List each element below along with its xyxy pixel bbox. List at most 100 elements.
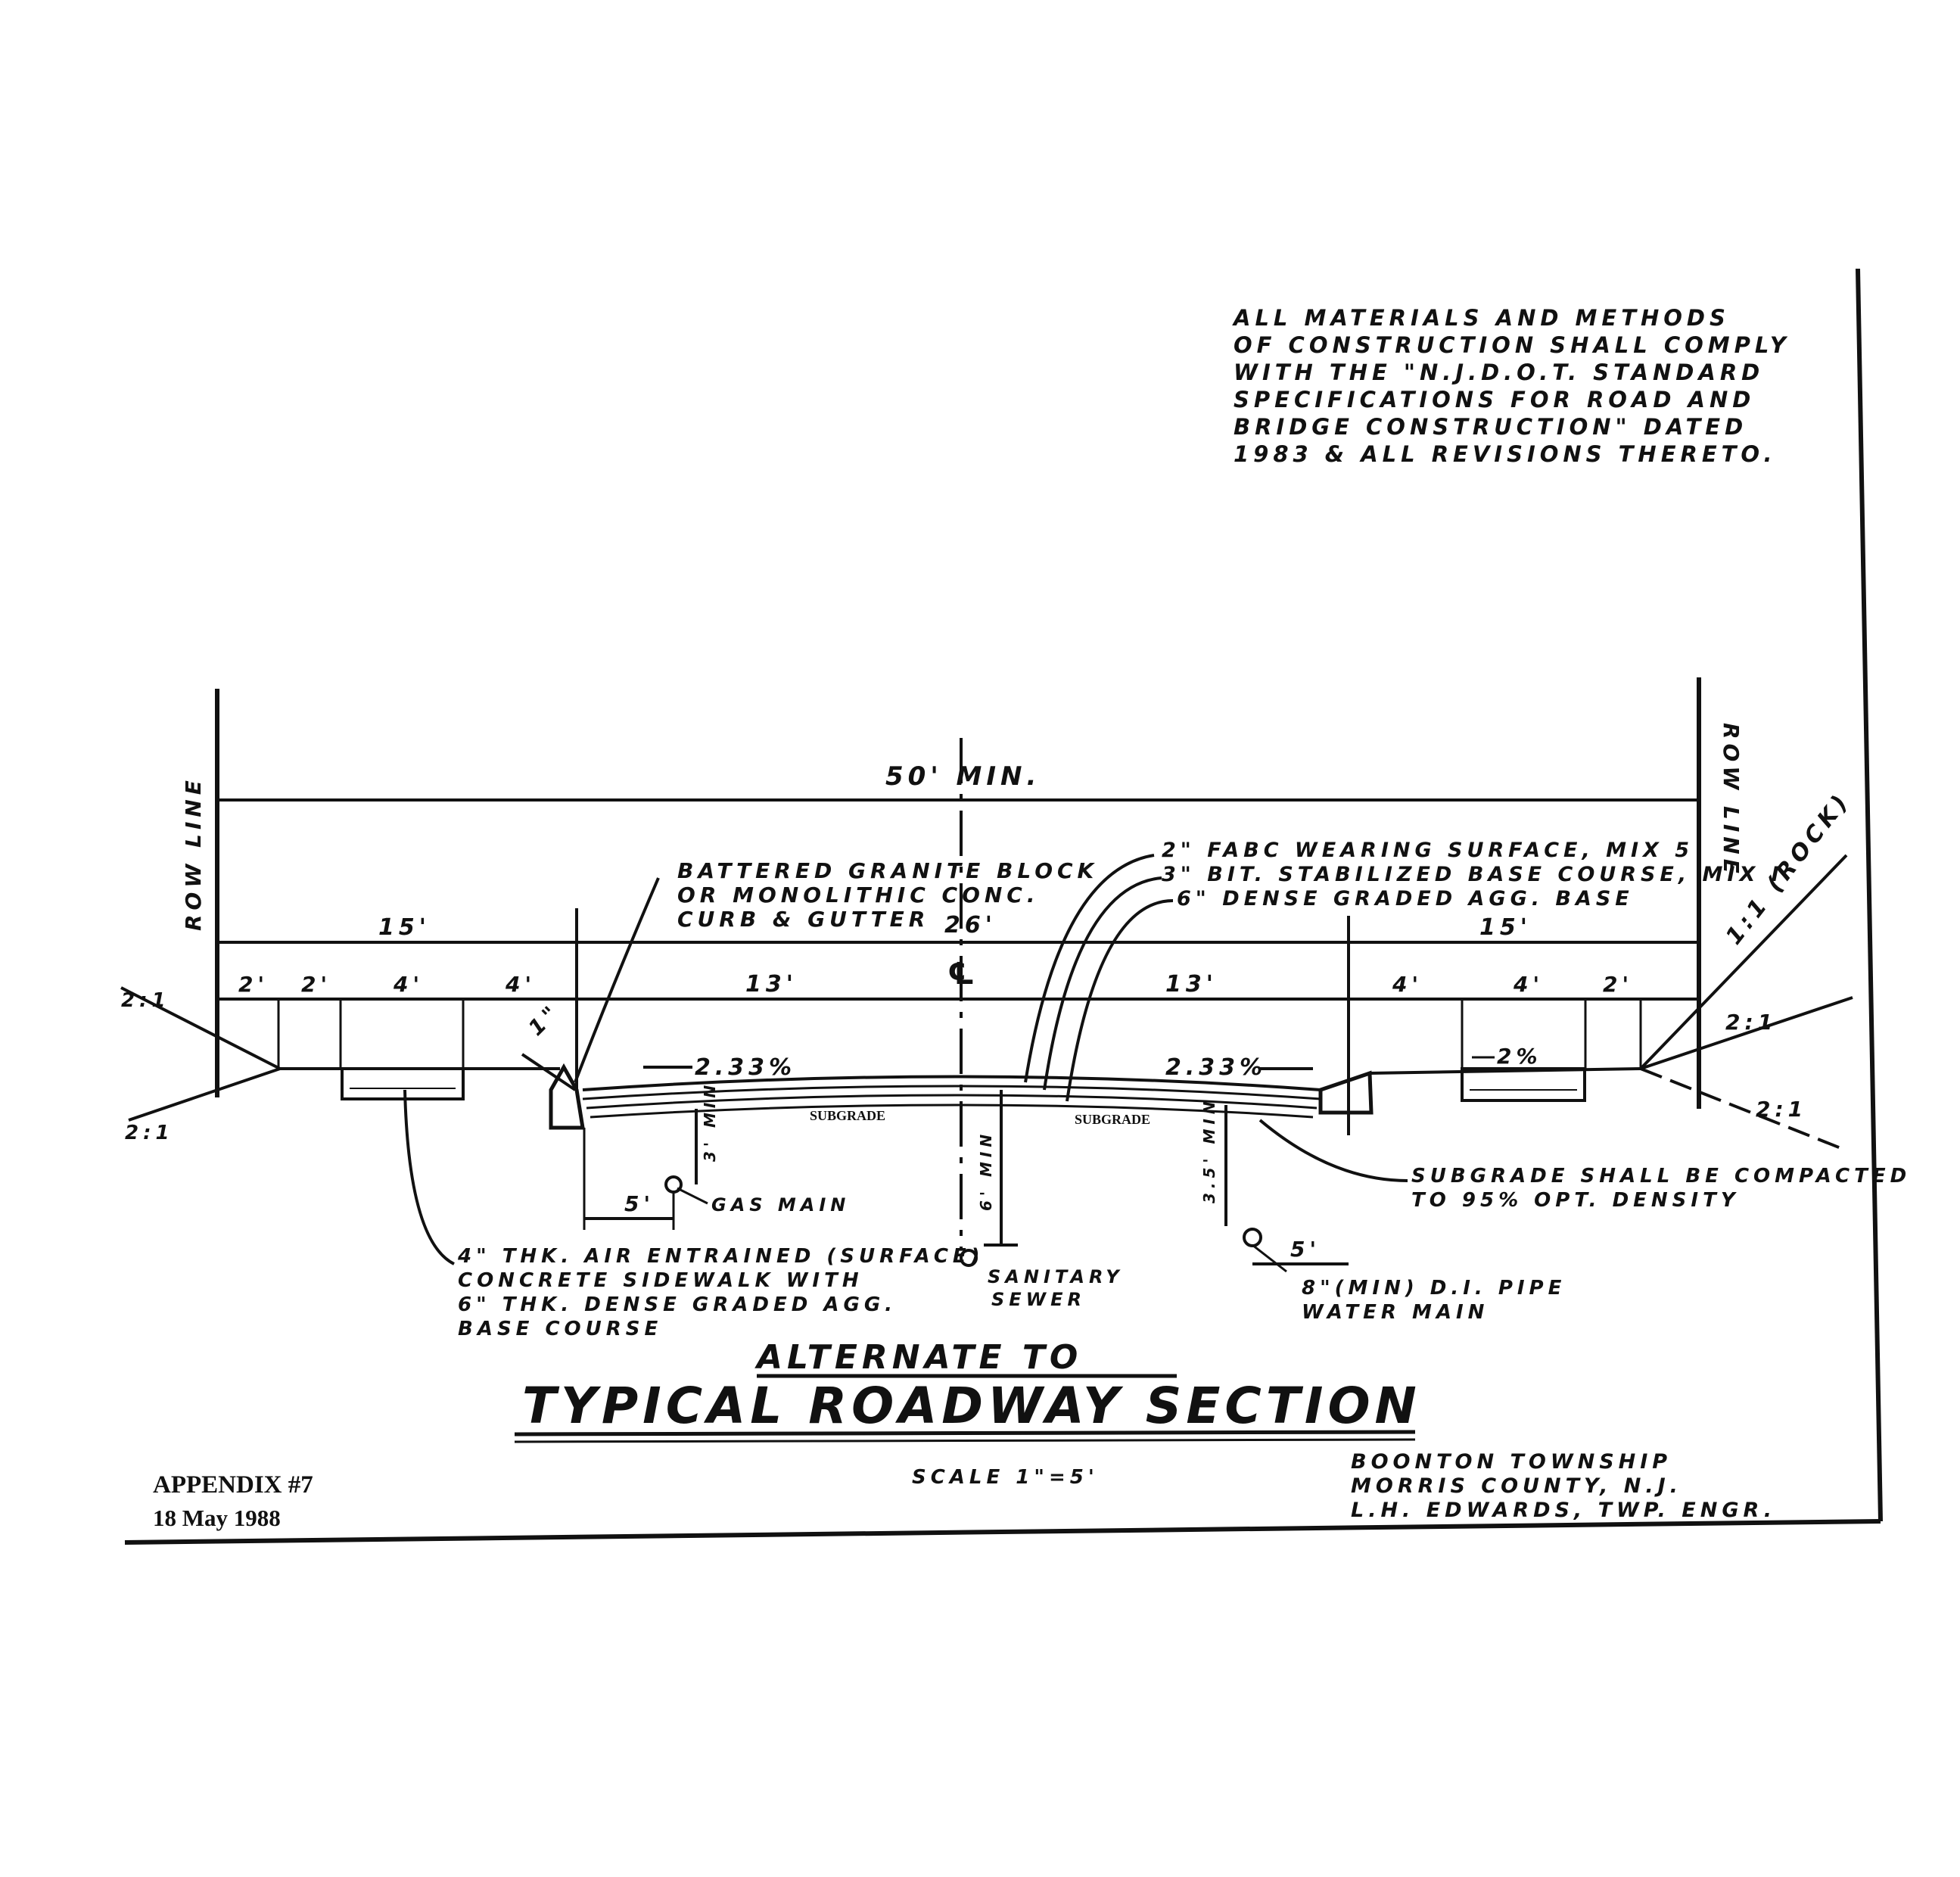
base-course [586, 1094, 1318, 1110]
sidewalk-leader [403, 1089, 455, 1265]
subgrade-leader [1258, 1119, 1408, 1182]
dim-overall: 50' MIN. [885, 761, 1041, 792]
pavement-callout: 2" FABC WEARING SURFACE, MIX 5 [1162, 839, 1694, 862]
subgrade-mark-left: SUBGRADE [810, 1108, 885, 1123]
sheet-frame [124, 268, 1883, 1545]
dim-segment: 4' [1513, 972, 1544, 997]
dim-segment: 13' [1165, 971, 1218, 998]
centerline-symbol: ℄ [947, 957, 979, 991]
title-block: ALTERNATE TO TYPICAL ROADWAY SECTION SCA… [514, 1338, 1421, 1489]
appendix-date: 18 May 1988 [153, 1505, 281, 1531]
agg-base-leader [1066, 899, 1174, 1102]
sidewalk-callout: 4" THK. AIR ENTRAINED (SURFACE) [457, 1245, 985, 1268]
dim-segment: 2' [1603, 972, 1633, 997]
dim-segment: 2' [301, 972, 331, 997]
sidewalk-callout: CONCRETE SIDEWALK WITH [458, 1269, 863, 1292]
base-leader [1043, 876, 1162, 1091]
appendix-block: APPENDIX #7 18 May 1988 [153, 1471, 313, 1531]
pavement-surface [582, 1075, 1321, 1091]
subgrade-callout: TO 95% OPT. DENSITY [1411, 1189, 1740, 1212]
row-line-right-label: ROW LINE [1719, 723, 1744, 878]
curb-callout: OR MONOLITHIC CONC. [677, 882, 1040, 907]
slope-label: 2:1 [1756, 1097, 1807, 1122]
frame-bottom-border [124, 1519, 1881, 1545]
water-offset-label: 5' [1290, 1237, 1321, 1262]
curb-batter-line [521, 1053, 577, 1091]
slope-label: 2:1 [1725, 1010, 1777, 1035]
left-sidewalk [341, 1067, 465, 1100]
title-line-1: ALTERNATE TO [754, 1338, 1082, 1377]
pavement-section: 1" 2.33% 2.33% SUBGRADE SUBGRADE [521, 998, 1374, 1130]
dimension-labels: 50' MIN. 15' 15' 26' 2' 2' 4' 4' 13' 13'… [238, 761, 1633, 998]
gas-callout: GAS MAIN [711, 1194, 850, 1216]
row-lines: ROW LINE ROW LINE [181, 677, 1744, 1109]
water-main-pipe [1243, 1228, 1262, 1247]
note-line: SPECIFICATIONS FOR ROAD AND [1234, 387, 1755, 412]
note-line: 1983 & ALL REVISIONS THERETO. [1234, 441, 1776, 467]
dim-segment: 13' [745, 971, 798, 998]
title-underline-2b [514, 1438, 1416, 1443]
note-line: WITH THE "N.J.D.O.T. STANDARD [1234, 360, 1764, 385]
left-fill-slope [128, 1067, 281, 1122]
row-line-left-label: ROW LINE [181, 776, 206, 931]
right-sidewalk [1461, 1067, 1586, 1102]
dim-segment: 4' [1392, 972, 1423, 997]
slope-label: 2:1 [121, 989, 170, 1012]
dim-half-left: 15' [378, 914, 431, 941]
right-verge-grade [1369, 1067, 1641, 1075]
owner-line: BOONTON TOWNSHIP [1351, 1450, 1672, 1474]
right-fill-slope [1640, 1067, 1847, 1152]
subgrade-callout: SUBGRADE SHALL BE COMPACTED [1411, 1165, 1911, 1188]
frame-right-border [1856, 268, 1883, 1522]
wearing-course [582, 1085, 1321, 1100]
left-curb [549, 1063, 585, 1130]
sidewalk-callout: 6" THK. DENSE GRADED AGG. [458, 1293, 897, 1316]
sewer-callout: SANITARY [988, 1266, 1124, 1287]
note-line: OF CONSTRUCTION SHALL COMPLY [1234, 332, 1790, 358]
dim-segment: 4' [505, 972, 536, 997]
note-line: BRIDGE CONSTRUCTION" DATED [1234, 414, 1747, 440]
gas-offset-label: 5' [624, 1191, 655, 1216]
pavement-callout: 6" DENSE GRADED AGG. BASE [1177, 887, 1634, 910]
dimension-lines [217, 798, 1699, 1135]
ground-profile: 2% [280, 1044, 1641, 1102]
scale-label: SCALE 1"=5' [912, 1466, 1099, 1489]
owner-line: L.H. EDWARDS, TWP. ENGR. [1351, 1499, 1776, 1522]
right-cut-slope [1640, 996, 1853, 1070]
sidewalk-callout: BASE COURSE [458, 1318, 662, 1340]
note-line: ALL MATERIALS AND METHODS [1232, 305, 1730, 331]
water-depth-label: 3.5' MIN [1200, 1097, 1218, 1203]
gas-leader [677, 1187, 708, 1205]
sewer-callout: SEWER [991, 1289, 1086, 1310]
rock-slope [1639, 854, 1848, 1070]
appendix-label: APPENDIX #7 [153, 1471, 313, 1499]
owner-block: BOONTON TOWNSHIP MORRIS COUNTY, N.J. L.H… [1351, 1450, 1776, 1522]
right-curb [1318, 1070, 1374, 1115]
water-leader [1252, 1244, 1287, 1273]
subgrade-mark-right: SUBGRADE [1075, 1112, 1150, 1127]
dim-half-right: 15' [1479, 914, 1532, 941]
wearing-leader [1024, 854, 1155, 1083]
water-callout: 8"(MIN) D.I. PIPE [1302, 1277, 1566, 1300]
dim-segment: 4' [393, 972, 424, 997]
owner-line: MORRIS COUNTY, N.J. [1351, 1474, 1682, 1498]
curb-callout: BATTERED GRANITE BLOCK [677, 858, 1098, 883]
dim-center-total: 26' [944, 912, 997, 938]
slope-label: 2:1 [125, 1122, 174, 1144]
crossfall-right: 2.33% [1165, 1054, 1267, 1081]
title-line-2: TYPICAL ROADWAY SECTION [522, 1377, 1421, 1435]
left-cut-slope [120, 986, 281, 1070]
leaders [403, 854, 1408, 1265]
utilities: 3' MIN 5' 6' MIN 3.5' MIN 5' [583, 1081, 1349, 1273]
general-note: ALL MATERIALS AND METHODS OF CONSTRUCTIO… [1232, 305, 1790, 467]
water-callout: WATER MAIN [1302, 1301, 1489, 1324]
sidewalk-slope-label: 2% [1497, 1044, 1542, 1069]
callouts: BATTERED GRANITE BLOCK OR MONOLITHIC CON… [457, 839, 1911, 1340]
sanitary-sewer-pipe [960, 1249, 978, 1267]
dim-segment: 2' [238, 972, 269, 997]
crossfall-left: 2.33% [695, 1054, 796, 1081]
gas-depth-label: 3' MIN [701, 1081, 719, 1162]
curb-callout: CURB & GUTTER [677, 907, 929, 932]
sewer-depth-label: 6' MIN [977, 1130, 995, 1211]
